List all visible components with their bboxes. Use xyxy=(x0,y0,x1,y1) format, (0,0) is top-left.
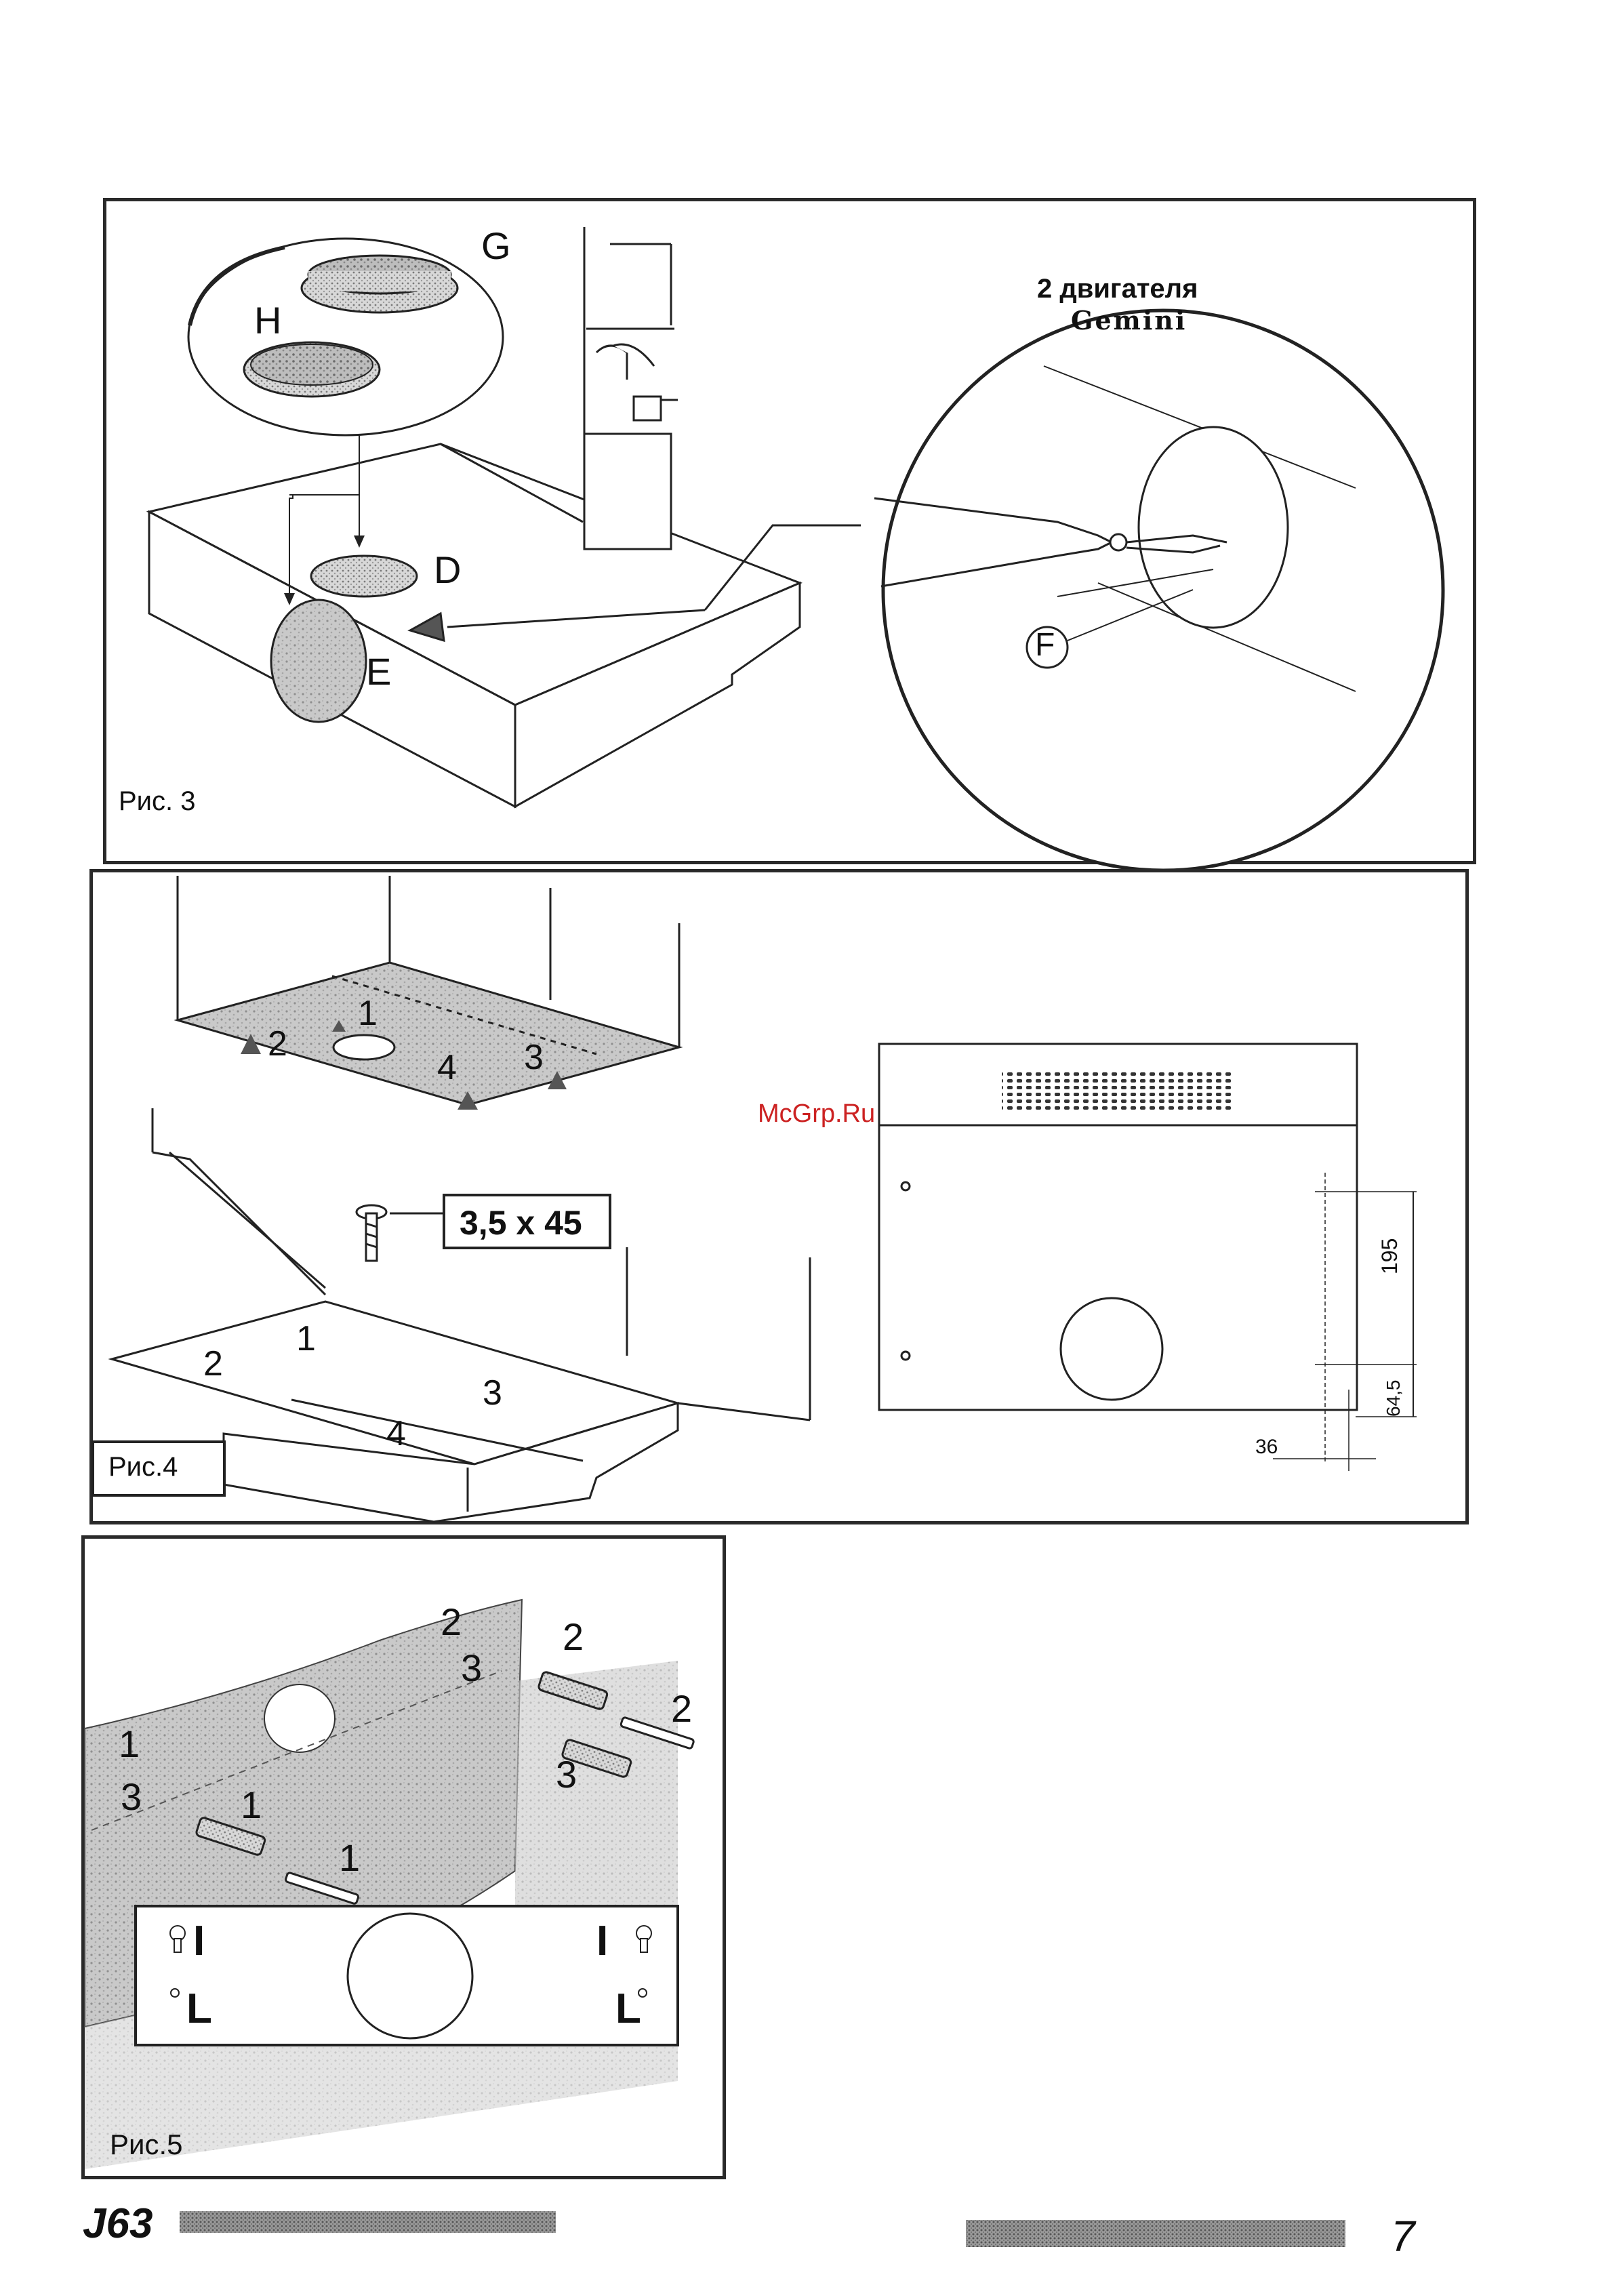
fig5-mark-3-plug: 3 xyxy=(556,1752,577,1796)
bottom-mark-4: 4 xyxy=(386,1413,406,1454)
top-mark-2: 2 xyxy=(268,1024,287,1064)
figure-3-caption: Рис. 3 xyxy=(119,786,196,817)
motor-caption-line1: 2 двигателя xyxy=(1037,274,1198,304)
template-i-right: I xyxy=(596,1917,608,1965)
fig5-mark-2-plug: 2 xyxy=(563,1615,584,1659)
fig5-mark-1-left: 1 xyxy=(119,1722,140,1766)
fig5-mark-1-screw: 1 xyxy=(339,1836,360,1880)
fig5-mark-3-top: 3 xyxy=(461,1646,482,1690)
model-code: J63 xyxy=(83,2200,153,2248)
label-d: D xyxy=(434,548,461,592)
label-f: F xyxy=(1035,626,1055,664)
screw-size-label: 3,5 x 45 xyxy=(460,1203,582,1242)
label-e: E xyxy=(366,649,391,693)
dim-36: 36 xyxy=(1255,1436,1278,1459)
figure-4-caption: Рис.4 xyxy=(108,1452,178,1482)
fig5-mark-2-screw: 2 xyxy=(671,1686,692,1731)
dim-195: 195 xyxy=(1377,1238,1402,1274)
label-h: H xyxy=(254,298,281,342)
footer-bar-left xyxy=(180,2211,556,2233)
top-mark-1: 1 xyxy=(358,993,378,1034)
figure-3-panel xyxy=(103,198,1476,864)
bottom-mark-3: 3 xyxy=(483,1373,502,1413)
template-i-left: I xyxy=(193,1917,205,1965)
footer-bar-right xyxy=(966,2220,1345,2247)
bottom-mark-1: 1 xyxy=(296,1318,316,1359)
top-mark-4: 4 xyxy=(437,1047,457,1088)
bottom-mark-2: 2 xyxy=(203,1343,223,1384)
dim-64-5: 64,5 xyxy=(1383,1380,1404,1417)
top-mark-3: 3 xyxy=(524,1037,544,1078)
motor-caption-line2: Gemini xyxy=(1071,305,1187,336)
fig5-mark-1-plug: 1 xyxy=(241,1783,262,1827)
label-g: G xyxy=(481,224,511,268)
figure-5-panel xyxy=(81,1535,726,2179)
figure-4-panel xyxy=(89,869,1469,1524)
template-l-right: L xyxy=(615,1985,641,2033)
figure-5-caption: Рис.5 xyxy=(110,2128,183,2161)
fig5-mark-2-top: 2 xyxy=(441,1600,462,1644)
fig5-mark-3-left: 3 xyxy=(121,1775,142,1819)
watermark: McGrp.Ru xyxy=(758,1099,875,1129)
template-l-left: L xyxy=(186,1985,212,2033)
page-number: 7 xyxy=(1391,2211,1415,2261)
